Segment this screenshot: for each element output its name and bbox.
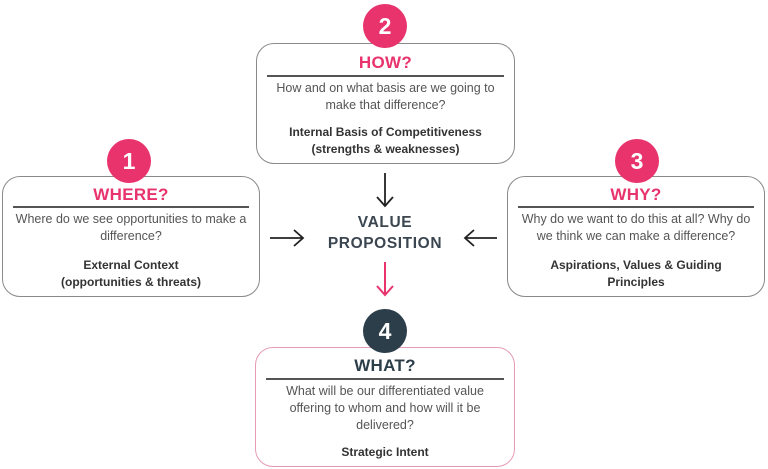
how-basis-line2: (strengths & weaknesses) [311,142,460,156]
where-basis-line1: External Context [83,258,179,272]
how-basis: Internal Basis of Competitiveness (stren… [263,124,508,158]
how-heading: HOW? [358,53,413,72]
what-basis-line1: Strategic Intent [341,445,429,459]
why-heading: WHY? [610,185,662,204]
where-rule [13,206,249,208]
why-question: Why do we want to do this at all? Why do… [521,212,751,243]
badge-2: 2 [363,4,407,48]
where-basis-line2: (opportunities & threats) [61,275,201,289]
where-heading: WHERE? [93,185,169,204]
value-proposition-line1: VALUE [357,214,413,231]
where-basis: External Context (opportunities & threat… [9,257,253,291]
where-box: WHERE? Where do we see opportunities to … [2,176,260,297]
what-box: WHAT? What will be our differentiated va… [255,347,515,467]
badge-1: 1 [107,139,151,183]
badge-3: 3 [615,139,659,183]
what-heading: WHAT? [354,356,416,375]
arrow-down-from-how-icon [376,173,394,208]
value-proposition-line2: PROPOSITION [327,235,443,252]
what-basis: Strategic Intent [262,444,508,461]
how-rule [267,75,504,77]
what-rule [266,378,504,380]
value-proposition-label: VALUE PROPOSITION [300,212,470,254]
how-question: How and on what basis are we going to ma… [276,81,495,112]
where-question: Where do we see opportunities to make a … [15,212,247,243]
arrow-right-from-where-icon [270,229,305,247]
what-question: What will be our differentiated value of… [286,384,484,432]
why-box: WHY? Why do we want to do this at all? W… [507,176,765,297]
how-basis-line1: Internal Basis of Competitiveness [289,125,482,139]
why-rule [518,206,754,208]
why-basis-line1: Aspirations, Values & Guiding [550,258,722,272]
arrow-left-from-why-icon [463,229,497,247]
badge-4: 4 [363,309,407,353]
why-basis: Aspirations, Values & Guiding Principles [514,257,758,291]
arrow-down-to-what-icon [376,262,394,297]
why-basis-line2: Principles [607,275,665,289]
how-box: HOW? How and on what basis are we going … [256,43,515,164]
